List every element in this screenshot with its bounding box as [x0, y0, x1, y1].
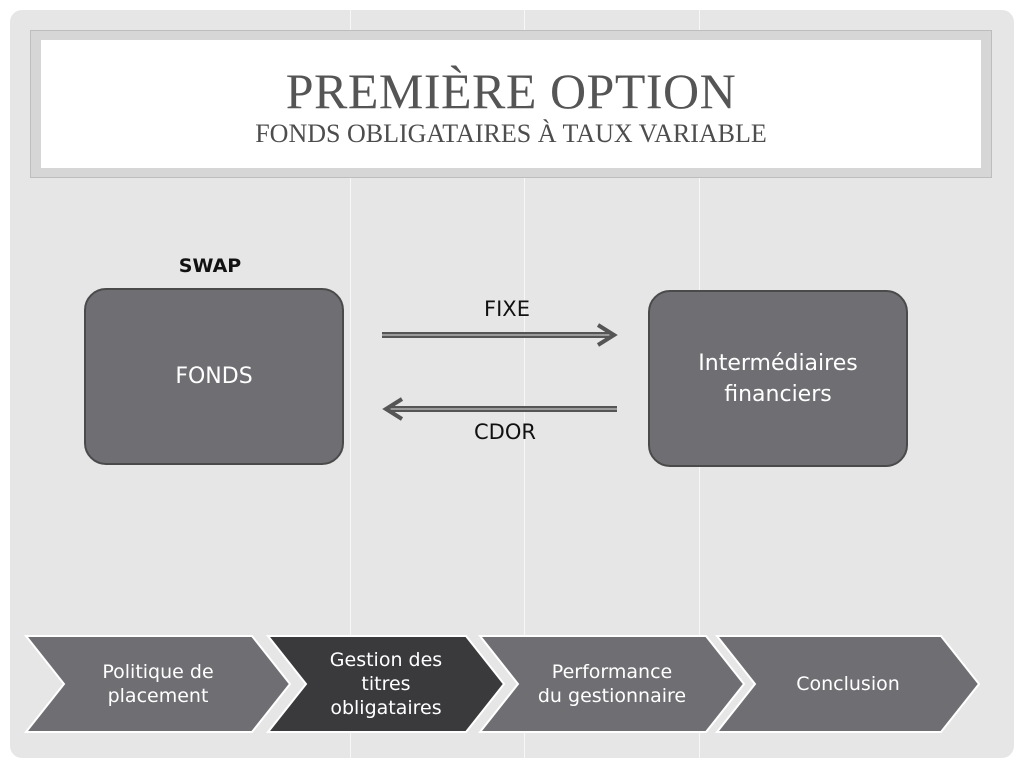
nav-politique[interactable]: Politique de placement: [24, 634, 292, 734]
divider-line: [524, 10, 525, 758]
fonds-box: FONDS: [84, 288, 344, 465]
swap-arrows: [382, 323, 618, 421]
intermediaires-box: Intermédiaires financiers: [648, 290, 908, 467]
nav-gestion[interactable]: Gestion des titres obligataires: [266, 634, 506, 734]
divider-line: [350, 10, 351, 758]
swap-label: SWAP: [178, 255, 242, 277]
nav-performance[interactable]: Performance du gestionnaire: [478, 634, 746, 734]
fonds-box-label: FONDS: [175, 364, 253, 389]
slide-subtitle: FONDS OBLIGATAIRES À TAUX VARIABLE: [255, 119, 767, 148]
process-nav: Politique de placement Gestion des titre…: [10, 634, 1014, 744]
fixe-label: FIXE: [484, 297, 530, 321]
title-frame: PREMIÈRE OPTION FONDS OBLIGATAIRES À TAU…: [30, 30, 992, 178]
cdor-label: CDOR: [474, 420, 536, 444]
nav-performance-label: Performance du gestionnaire: [537, 661, 687, 707]
slide-title: PREMIÈRE OPTION: [285, 63, 737, 119]
nav-conclusion-label: Conclusion: [796, 673, 900, 695]
nav-conclusion[interactable]: Conclusion: [715, 634, 981, 734]
intermediaires-box-label: Intermédiaires financiers: [698, 350, 858, 407]
title-panel: PREMIÈRE OPTION FONDS OBLIGATAIRES À TAU…: [41, 40, 981, 168]
nav-gestion-label: Gestion des titres obligataires: [329, 649, 443, 719]
arrow-right-icon: [382, 323, 618, 347]
arrow-left-icon: [382, 397, 617, 421]
nav-politique-label: Politique de placement: [102, 661, 214, 707]
slide: PREMIÈRE OPTION FONDS OBLIGATAIRES À TAU…: [10, 10, 1014, 758]
